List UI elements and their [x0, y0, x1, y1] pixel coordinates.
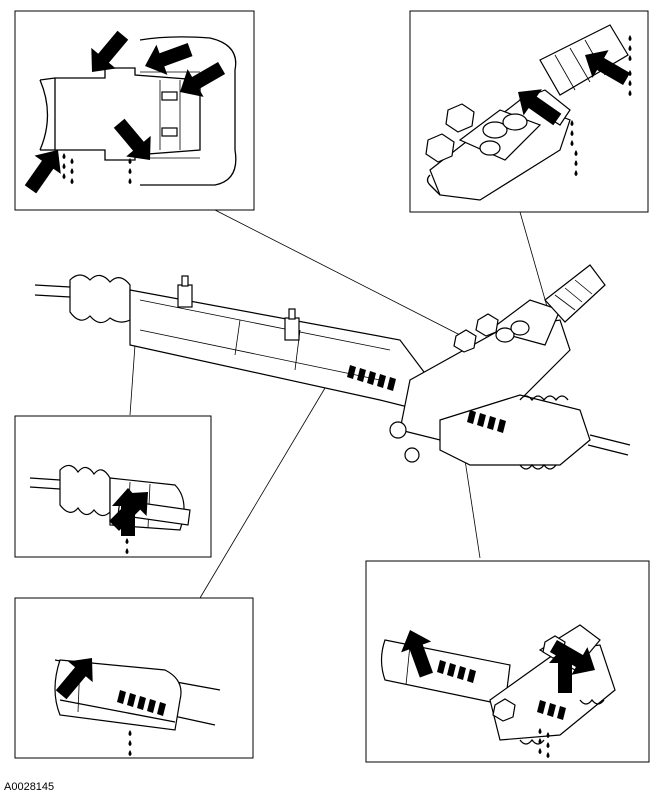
fluid-drip-icon [570, 120, 574, 146]
fluid-drip-icon [628, 70, 632, 96]
fluid-drip-icon [574, 150, 578, 176]
fluid-drip-icon [546, 732, 550, 758]
fluid-drip-icon [62, 153, 66, 179]
detail-panel-boot-middle-left [14, 415, 212, 558]
leader-lines [129, 209, 549, 599]
fluid-drip-icon [128, 730, 132, 756]
fluid-drip-icon [70, 158, 74, 184]
detail-panel-rack-bottom-left [14, 597, 254, 759]
fluid-drip-icon [128, 158, 132, 184]
figure-reference-code: A0028145 [4, 781, 55, 793]
fluid-drip-icon [538, 728, 542, 754]
main-steering-rack-assembly [34, 264, 631, 470]
fluid-drip-icon [628, 35, 632, 61]
detail-panel-pinion-bottom-right [365, 560, 650, 763]
fluid-drip-icon [125, 528, 129, 554]
detail-panel-seal-top-left [14, 10, 255, 211]
detail-panel-valve-top-right [409, 10, 649, 213]
